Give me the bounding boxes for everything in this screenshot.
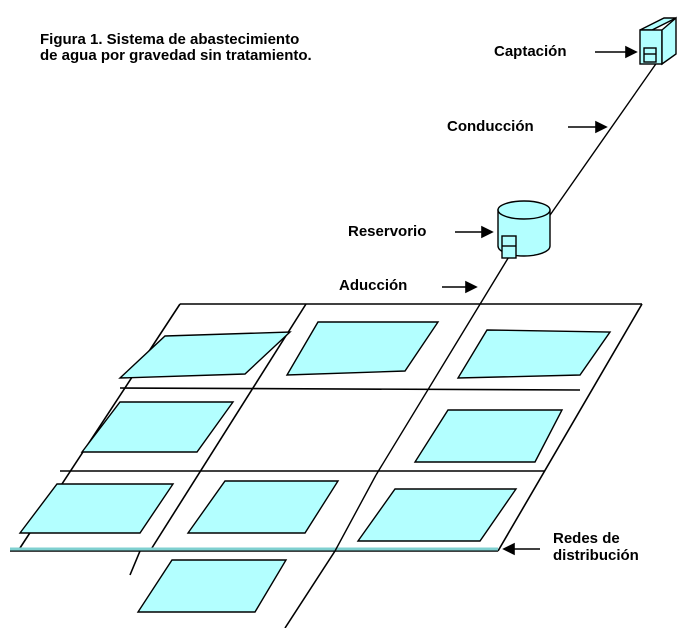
- label-redes-line-1: Redes de: [553, 530, 620, 547]
- street-d-left: [149, 303, 307, 552]
- label-arrows: [442, 45, 638, 556]
- captacion-valve: [643, 47, 657, 63]
- street-h2: [119, 387, 581, 391]
- captacion-side: [661, 16, 677, 66]
- figure-title-line-2: de agua por gravedad sin tratamiento.: [40, 47, 312, 64]
- block-r1c2: [285, 321, 440, 376]
- reservorio-arrowhead: [481, 225, 494, 239]
- reservorio-top: [497, 200, 551, 220]
- aduccion-arrowhead: [465, 280, 478, 294]
- street-d-bottom: [284, 550, 336, 628]
- captacion-structure: [639, 16, 677, 66]
- city-blocks: [18, 321, 612, 613]
- block-r3c1: [18, 483, 175, 534]
- conduccion-arrowhead: [595, 120, 608, 134]
- label-redes-line-2: distribución: [553, 547, 639, 564]
- reservorio-structure: [497, 200, 551, 259]
- reservorio-valve: [501, 235, 517, 259]
- aduccion-pipe-lower: [334, 474, 377, 552]
- street-d-bottom-left: [129, 550, 141, 576]
- street-grid: [10, 303, 643, 628]
- block-r3c2: [186, 480, 340, 534]
- figure-title-line-1: Figura 1. Sistema de abastecimiento: [40, 31, 300, 48]
- captacion-arrowhead: [625, 45, 638, 59]
- block-r3c3: [413, 409, 564, 463]
- label-aduccion: Aducción: [339, 277, 408, 294]
- conduccion-pipe: [547, 57, 661, 219]
- label-conduccion: Conducción: [447, 118, 534, 135]
- street-d-right: [497, 303, 643, 552]
- aduccion-pipe: [375, 254, 511, 476]
- redes-arrowhead: [502, 542, 515, 556]
- block-r1c1: [118, 331, 292, 379]
- label-reservorio: Reservorio: [348, 223, 427, 240]
- label-captacion: Captación: [494, 43, 567, 60]
- block-r4c3: [356, 488, 518, 542]
- block-r2c3: [456, 329, 612, 379]
- block-r2c1: [80, 401, 235, 453]
- block-r5c1: [136, 559, 288, 613]
